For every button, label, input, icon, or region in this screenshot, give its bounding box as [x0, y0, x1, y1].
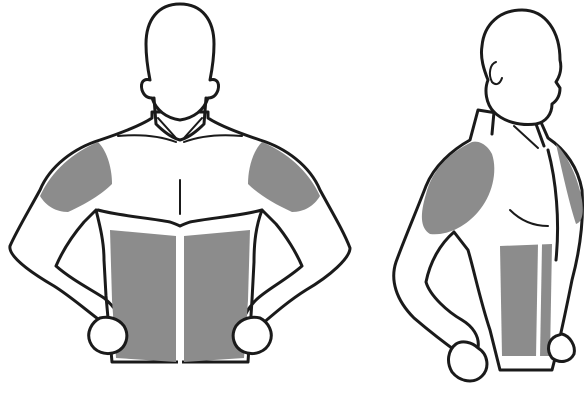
side-head	[481, 10, 560, 125]
side-view-figure	[394, 10, 583, 381]
side-front-fist	[449, 342, 487, 381]
side-abdomen-highlight	[500, 244, 552, 356]
side-back-fist	[549, 334, 575, 361]
front-view-figure	[10, 4, 350, 364]
front-right-fist	[233, 317, 271, 353]
front-left-fist	[89, 317, 127, 353]
side-abdomen-divider	[538, 244, 540, 358]
